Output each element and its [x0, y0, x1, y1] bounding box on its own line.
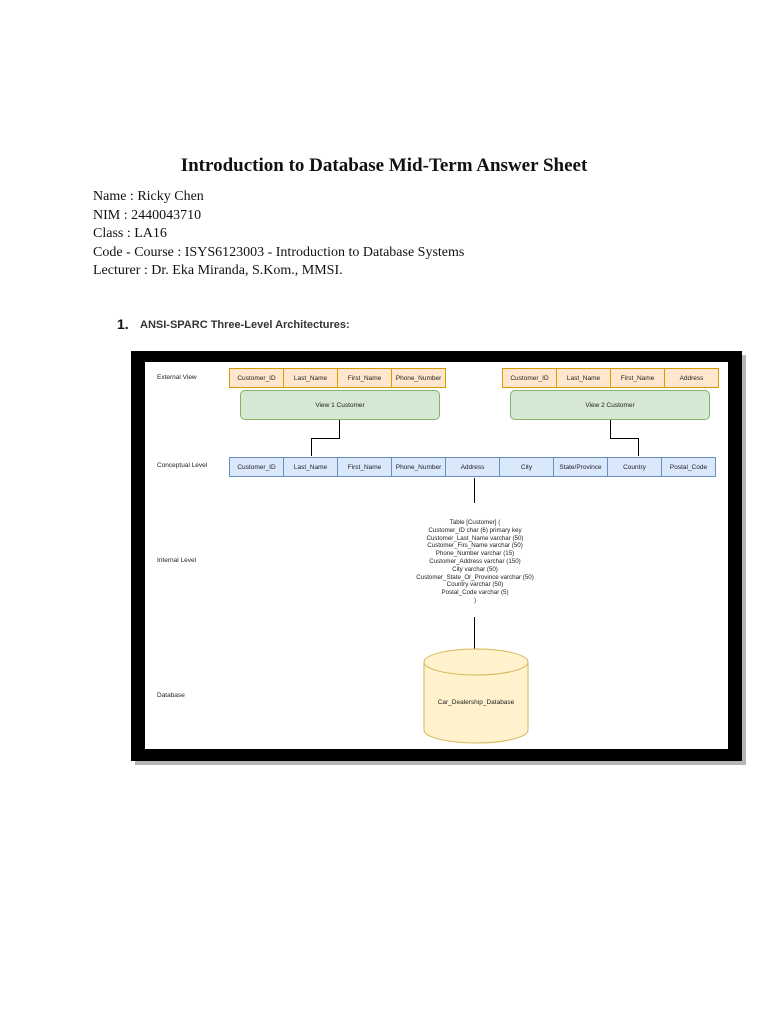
database-label: Database [157, 692, 185, 699]
document-title: Introduction to Database Mid-Term Answer… [180, 155, 588, 176]
conceptual-field: Address [445, 457, 500, 477]
external-view-2-fields: Customer_ID Last_Name First_Name Address [502, 368, 719, 388]
conceptual-field: Customer_ID [229, 457, 284, 477]
table-def-line: Postal_Code varchar (5) [441, 589, 509, 597]
connector-line [610, 420, 611, 438]
table-def-line: Customer_Last_Name varchar (50) [426, 534, 524, 542]
customer-table-definition: Table [Customer] ( Customer_ID char (6) … [385, 519, 565, 605]
external-field: First_Name [610, 368, 665, 388]
table-def-line: Table [Customer] ( [449, 519, 501, 526]
connector-line [474, 617, 475, 651]
conceptual-field: City [499, 457, 554, 477]
table-def-line: ) [473, 596, 477, 604]
external-field: Last_Name [556, 368, 611, 388]
external-field: Last_Name [283, 368, 338, 388]
table-def-line: Customer_Address varchar (150) [429, 557, 521, 565]
connector-line [339, 420, 340, 438]
table-def-line: Customer_State_Or_Province varchar (50) [416, 573, 534, 581]
conceptual-field: Last_Name [283, 457, 338, 477]
table-def-line: Country varchar (50) [446, 581, 504, 589]
student-info: Name : Ricky Chen NIM : 2440043710 Class… [93, 188, 464, 281]
external-view-1-fields: Customer_ID Last_Name First_Name Phone_N… [229, 368, 446, 388]
external-field: Customer_ID [229, 368, 284, 388]
conceptual-field: Postal_Code [661, 457, 716, 477]
external-field: Phone_Number [391, 368, 446, 388]
connector-line [638, 438, 639, 456]
external-field: Customer_ID [502, 368, 557, 388]
external-field: First_Name [337, 368, 392, 388]
conceptual-field: First_Name [337, 457, 392, 477]
diagram-frame: External View Conceptual Level Internal … [131, 351, 742, 761]
course-code: Code - Course : ISYS6123003 - Introducti… [93, 244, 465, 260]
connector-line [311, 438, 312, 456]
student-name: Name : Ricky Chen [93, 189, 204, 204]
view-1-box: View 1 Customer [240, 390, 440, 420]
connector-line [610, 438, 639, 439]
table-def-line: Customer_ID char (6) primary key [428, 526, 522, 534]
external-field: Address [664, 368, 719, 388]
conceptual-field: Country [607, 457, 662, 477]
table-def-line: Phone_Number varchar (15) [435, 550, 515, 558]
question-title: ANSI-SPARC Three-Level Architectures: [140, 319, 350, 331]
connector-line [474, 478, 475, 503]
student-nim: NIM : 2440043710 [93, 207, 202, 223]
lecturer-name: Lecturer : Dr. Eka Miranda, S.Kom., MMSI… [93, 263, 343, 278]
table-def-line: City varchar (50) [452, 565, 498, 573]
conceptual-field: State/Province [553, 457, 608, 477]
database-name: Car_Dealership_Database [437, 699, 515, 706]
conceptual-level-label: Conceptual Level [157, 462, 208, 469]
conceptual-fields: Customer_ID Last_Name First_Name Phone_N… [229, 457, 716, 477]
internal-level-label: Internal Level [157, 557, 197, 564]
connector-line [311, 438, 340, 439]
table-def-line: Customer_Firs_Name varchar (50) [427, 542, 523, 550]
student-class: Class : LA16 [93, 226, 167, 241]
question-number: 1. [117, 316, 129, 332]
external-view-label: External View [157, 374, 197, 381]
conceptual-field: Phone_Number [391, 457, 446, 477]
database-cylinder [423, 648, 529, 744]
view-2-box: View 2 Customer [510, 390, 710, 420]
ansi-sparc-diagram: External View Conceptual Level Internal … [145, 362, 728, 749]
